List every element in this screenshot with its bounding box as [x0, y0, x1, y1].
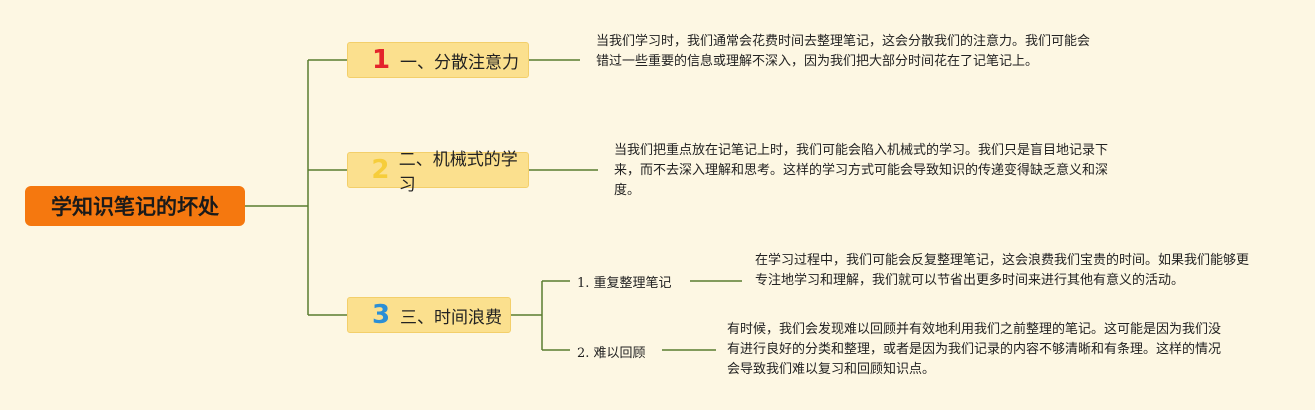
branch-topic-3[interactable]: 3 三、时间浪费 [347, 297, 511, 333]
branch-label-1: 一、分散注意力 [400, 52, 519, 73]
connector-sub-trunk [511, 281, 543, 350]
branch-topic-2[interactable]: 2 二、机械式的学习 [347, 150, 529, 195]
subtopic-description-1: 在学习过程中，我们可能会反复整理笔记，这会浪费我们宝贵的时间。如果我们能够更专注… [755, 253, 1250, 288]
branch-description-1: 当我们学习时，我们通常会花费时间去整理笔记，这会分散我们的注意力。我们可能会错过… [596, 34, 1091, 69]
number-3-icon: 3 [371, 300, 391, 330]
branch-description-2: 当我们把重点放在记笔记上时，我们可能会陷入机械式的学习。我们只是盲目地记录下来，… [614, 143, 1109, 198]
number-1-icon: 1 [371, 45, 391, 75]
subtopic-2[interactable]: 2. 难以回顾 [577, 346, 646, 361]
branch-label-3: 三、时间浪费 [400, 307, 502, 328]
root-topic[interactable]: 学知识笔记的坏处 [25, 186, 245, 226]
branch-label-2: 二、机械式的学习 [398, 150, 518, 195]
number-2-icon: 2 [371, 155, 390, 185]
subtopic-description-2: 有时候，我们会发现难以回顾并有效地利用我们之前整理的笔记。这可能是因为我们没有进… [727, 322, 1222, 377]
root-title: 学知识笔记的坏处 [51, 195, 219, 219]
subtopic-1[interactable]: 1. 重复整理笔记 [577, 276, 672, 291]
branch-topic-1[interactable]: 1 一、分散注意力 [347, 42, 529, 78]
